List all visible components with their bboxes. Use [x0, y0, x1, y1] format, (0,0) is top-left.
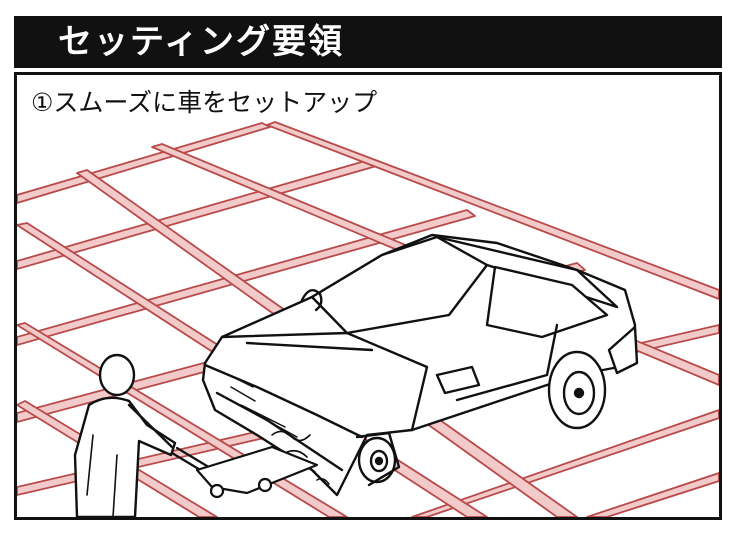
car-side-window [485, 265, 609, 339]
mechanic-arm [127, 403, 174, 449]
car-side-mirror [435, 365, 481, 395]
title-bar: セッティング要領 [14, 16, 722, 68]
car-left-rear-wheel [300, 288, 323, 312]
car-door-line [455, 323, 559, 402]
floor-jack [170, 445, 319, 499]
mechanic-figure [73, 353, 177, 517]
step-caption: ①スムーズに車をセットアップ [31, 88, 378, 117]
mechanic-body [73, 396, 177, 517]
illustration-panel: ①スムーズに車をセットアップ [14, 72, 722, 520]
mechanic-head [98, 353, 136, 397]
car-tail [607, 325, 639, 375]
rail-long-3 [17, 209, 476, 346]
rail-long-1 [17, 122, 271, 204]
rail-cross-1 [266, 121, 719, 300]
car-illustration [201, 233, 639, 497]
jack-body [195, 445, 319, 495]
car-hood [220, 331, 429, 432]
rail-long-6 [411, 409, 719, 517]
rail-long-7 [586, 472, 719, 517]
jack-wheel-rear [257, 477, 273, 493]
jack-wheel-front [209, 483, 225, 499]
illustration-canvas [17, 121, 719, 517]
car-grille-lines [228, 374, 298, 438]
page-title: セッティング要領 [58, 22, 344, 62]
car-crumple-marks [271, 430, 330, 485]
